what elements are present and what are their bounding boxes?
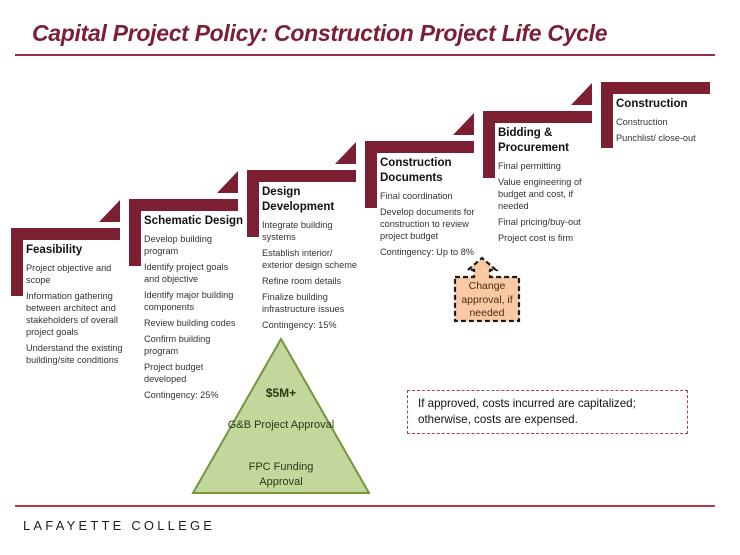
step-item: Develop building program [144,234,212,256]
approval-triangle [191,336,371,494]
step-item: Develop documents for construction to re… [380,207,475,241]
step-item: Final pricing/buy-out [498,217,581,227]
step-bracket-construction-documents [365,113,474,208]
step-bracket-design-development [247,142,356,237]
step-item: Contingency: Up to 8% [380,247,474,257]
footer-divider [15,505,715,507]
step-item: Project cost is firm [498,233,574,243]
fpc-funding-approval: FPC Funding Approval [248,461,314,488]
gb-project-approval: G&B Project Approval [227,419,335,431]
step-item: Project objective and scope [26,263,112,285]
step-item: Construction [616,117,668,127]
step-item: Understand the existing building/site co… [26,343,123,365]
step-arrow-icon [453,113,474,135]
step-heading: Construction [616,98,688,110]
step-construction-documents: Construction Documents Final coordinatio… [380,156,480,262]
step-item: Information gathering between architect … [26,291,118,337]
step-item: Establish interior/ exterior design sche… [262,248,357,270]
step-item: Final coordination [380,191,453,201]
step-bidding-procurement: Bidding & Procurement Final permitting V… [498,126,602,248]
page-title: Capital Project Policy: Construction Pro… [32,20,608,46]
step-item: Identify major building components [144,290,234,312]
step-schematic-design: Schematic Design Develop building progra… [144,214,244,405]
step-arrow-icon [571,83,592,105]
step-feasibility: Feasibility Project objective and scope … [26,243,136,370]
step-item: Contingency: 25% [144,390,219,400]
step-item: Value engineering of budget and cost, if… [498,177,582,211]
step-item: Contingency: 15% [262,320,337,330]
step-design-development: Design Development Integrate building sy… [262,185,362,335]
step-item: Punchlist/ close-out [616,133,696,143]
step-arrow-icon [335,142,356,164]
step-item: Finalize building infrastructure issues [262,292,345,314]
step-item: Integrate building systems [262,220,333,242]
change-approval-text: Change approval, if needed [461,280,513,319]
step-item: Review building codes [144,318,236,328]
step-item: Refine room details [262,276,342,286]
step-heading: Schematic Design [144,215,244,227]
step-item: Project budget developed [144,362,204,384]
step-heading: Bidding & Procurement [498,127,569,154]
step-item: Identify project goals and objective [144,262,229,284]
step-heading: Feasibility [26,244,83,256]
step-heading: Construction Documents [380,157,452,184]
step-bracket-construction [601,82,710,148]
step-item: Confirm building program [144,334,211,356]
step-arrow-icon [217,171,238,193]
step-arrow-icon [99,200,120,222]
title-divider [15,54,715,56]
step-bracket-bidding [483,83,592,178]
college-wordmark: LAFAYETTE COLLEGE [23,518,216,533]
step-item: Final permitting [498,161,561,171]
threshold-amount: $5M+ [265,386,297,400]
step-heading: Design Development [262,186,335,213]
change-approval-callout [453,256,521,323]
step-construction: Construction Construction Punchlist/ clo… [616,97,726,148]
capitalization-note: If approved, costs incurred are capitali… [407,390,688,434]
step-bracket-schematic [129,171,238,266]
step-bracket-feasibility [11,200,120,296]
